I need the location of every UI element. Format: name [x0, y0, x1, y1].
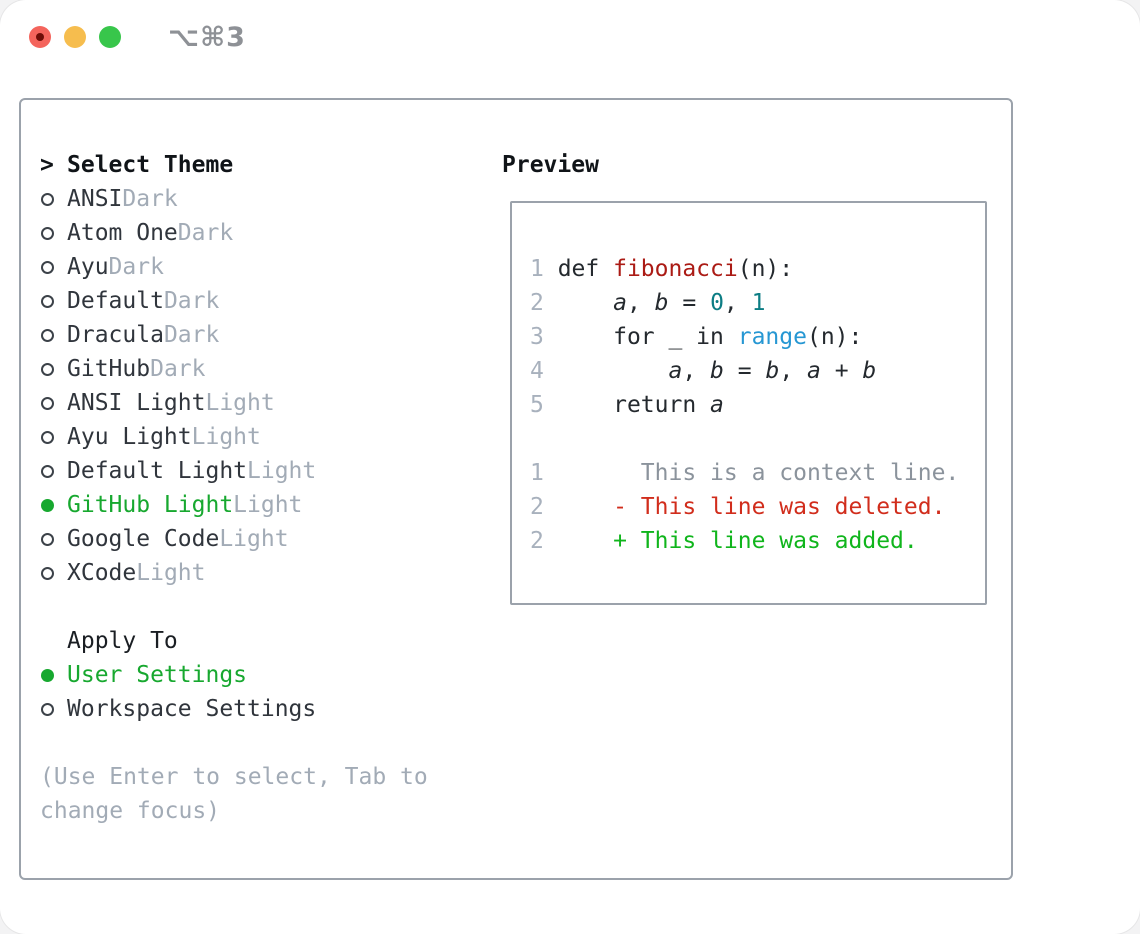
- selection-cursor-icon: >: [40, 152, 54, 178]
- apply-option-user-settings[interactable]: User Settings: [40, 658, 1011, 692]
- theme-variant-label: Dark: [163, 288, 220, 314]
- radio-unselected-icon: [40, 362, 67, 376]
- theme-variant-label: Dark: [122, 186, 178, 212]
- line-number: 2: [530, 494, 558, 520]
- radio-unselected-icon: [40, 328, 67, 342]
- radio-unselected-icon: [40, 192, 67, 206]
- radio-unselected-icon: [40, 702, 67, 716]
- theme-name: GitHub Light: [67, 492, 234, 518]
- code-line: [530, 422, 971, 456]
- radio-selected-icon: [40, 668, 67, 682]
- line-number: 2: [530, 528, 558, 554]
- theme-option-atom-one[interactable]: Atom One Dark: [40, 216, 1011, 250]
- theme-name: Dracula: [67, 322, 164, 348]
- line-number: 3: [530, 324, 558, 350]
- code-line: 1 This is a context line.: [530, 460, 960, 486]
- line-number: 1: [530, 460, 558, 486]
- theme-name: Ayu: [67, 254, 109, 280]
- line-number: 4: [530, 358, 558, 384]
- preview-title: Preview: [502, 152, 599, 178]
- line-number: 1: [530, 256, 558, 282]
- code-line: 2 a, b = 0, 1: [530, 290, 766, 316]
- theme-name: Default: [67, 288, 164, 314]
- keyboard-hint-line: change focus): [40, 798, 221, 824]
- theme-name: GitHub: [67, 356, 151, 382]
- close-button[interactable]: [29, 26, 51, 48]
- radio-unselected-icon: [40, 430, 67, 444]
- theme-option-xcode[interactable]: XCode Light: [40, 556, 1011, 590]
- theme-option-ansi[interactable]: ANSI Dark: [40, 182, 1011, 216]
- apply-option-label: Workspace Settings: [67, 696, 317, 722]
- theme-option-google-code[interactable]: Google Code Light: [40, 522, 1011, 556]
- theme-variant-label: Dark: [177, 220, 234, 246]
- theme-variant-label: Light: [247, 458, 317, 484]
- theme-variant-label: Dark: [163, 322, 220, 348]
- theme-variant-label: Light: [191, 424, 261, 450]
- theme-option-ayu[interactable]: Ayu Dark: [40, 250, 1011, 284]
- theme-name: Google Code: [67, 526, 220, 552]
- radio-unselected-icon: [40, 566, 67, 580]
- zoom-button[interactable]: [99, 26, 121, 48]
- theme-name: XCode: [67, 560, 137, 586]
- apply-to-header-row: Apply To: [40, 624, 1011, 658]
- code-line: 2 - This line was deleted.: [530, 494, 946, 520]
- line-number: 2: [530, 290, 558, 316]
- theme-name: ANSI: [67, 186, 123, 212]
- theme-variant-label: Light: [205, 390, 275, 416]
- spacer: [40, 726, 1011, 760]
- theme-variant-label: Light: [233, 492, 303, 518]
- radio-unselected-icon: [40, 294, 67, 308]
- titlebar: ⌥⌘3: [0, 0, 1140, 74]
- theme-option-dracula[interactable]: Dracula Dark: [40, 318, 1011, 352]
- radio-unselected-icon: [40, 260, 67, 274]
- minimize-button[interactable]: [64, 26, 86, 48]
- theme-name: Atom One: [67, 220, 178, 246]
- code-line: 3 for _ in range(n):: [530, 324, 863, 350]
- code-line: 1 def fibonacci(n):: [530, 256, 794, 282]
- code-line: 4 a, b = b, a + b: [530, 358, 877, 384]
- theme-variant-label: Dark: [150, 356, 206, 382]
- apply-option-label: User Settings: [67, 662, 248, 688]
- theme-name: ANSI Light: [67, 390, 206, 416]
- radio-unselected-icon: [40, 396, 67, 410]
- theme-variant-label: Light: [136, 560, 206, 586]
- line-number: 5: [530, 392, 558, 418]
- theme-option-github[interactable]: GitHub Dark: [40, 352, 1011, 386]
- window-shortcut-label: ⌥⌘3: [168, 21, 246, 53]
- select-theme-title: Select Theme: [67, 152, 234, 178]
- apply-option-workspace-settings[interactable]: Workspace Settings: [40, 692, 1011, 726]
- theme-option-ansi-light[interactable]: ANSI Light Light: [40, 386, 1011, 420]
- theme-name: Ayu Light: [67, 424, 192, 450]
- preview-column: Preview 1 def fibonacci(n): 2 a, b = 0, 1…: [502, 148, 987, 605]
- code-line: 5 return a: [530, 392, 724, 418]
- theme-option-default-light[interactable]: Default Light Light: [40, 454, 1011, 488]
- radio-selected-icon: [40, 498, 67, 512]
- theme-name: Default Light: [67, 458, 248, 484]
- theme-option-default[interactable]: Default Dark: [40, 284, 1011, 318]
- preview-pane: 1 def fibonacci(n): 2 a, b = 0, 1 3 for _ …: [510, 201, 987, 605]
- theme-variant-label: Dark: [108, 254, 164, 280]
- radio-unselected-icon: [40, 532, 67, 546]
- radio-unselected-icon: [40, 226, 67, 240]
- theme-option-ayu-light[interactable]: Ayu Light Light: [40, 420, 1011, 454]
- keyboard-hint-line: (Use Enter to select, Tab to: [40, 764, 428, 790]
- apply-to-title: Apply To: [67, 628, 178, 654]
- keyboard-hint: (Use Enter to select, Tab to change focus…: [40, 760, 1011, 828]
- theme-variant-label: Light: [219, 526, 289, 552]
- theme-option-github-light[interactable]: GitHub Light Light: [40, 488, 1011, 522]
- select-theme-header-row: > Select Theme: [40, 148, 1011, 182]
- radio-unselected-icon: [40, 464, 67, 478]
- code-line: 2 + This line was added.: [530, 528, 918, 554]
